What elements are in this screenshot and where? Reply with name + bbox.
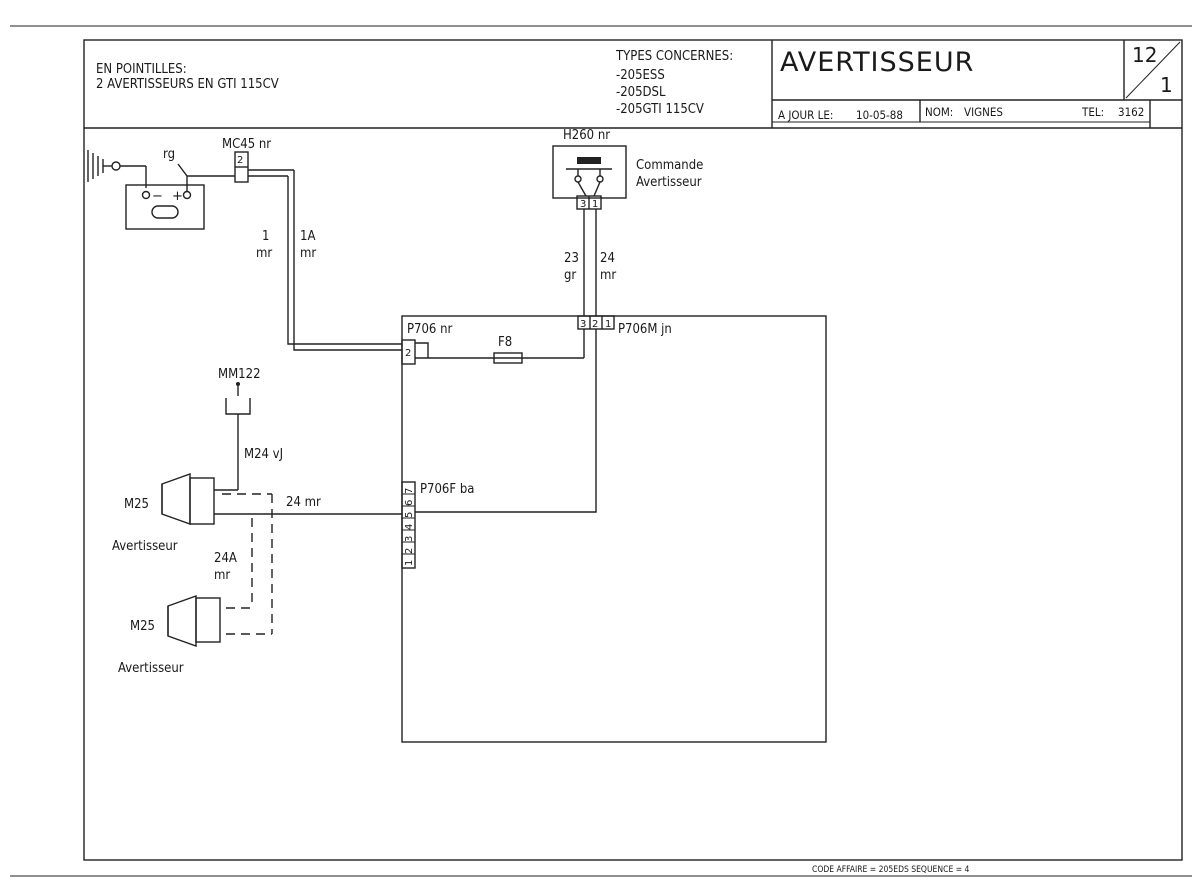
ground-icon: [87, 150, 147, 188]
wire-24mr-label: 24 mr: [286, 495, 321, 510]
name-value: VIGNES: [964, 105, 1003, 119]
p706f-pin-1: 1: [404, 560, 415, 566]
horn-top-label: M25: [124, 497, 149, 512]
horn-bottom-label: M25: [130, 619, 155, 634]
page-number: 12: [1132, 43, 1157, 67]
battery-icon: − +: [125, 163, 205, 230]
tel-label: TEL:: [1081, 105, 1104, 119]
wire-m24-label: M24 vJ: [244, 447, 283, 462]
mm122-label: MM122: [218, 367, 261, 382]
p706f-connector: 1 2 3 4 5 6 7: [401, 481, 416, 569]
mc45-connector: 2: [187, 151, 294, 183]
wire-24-number: 24: [600, 251, 615, 266]
battery-label: rg: [163, 147, 175, 162]
p706-box: [401, 315, 827, 743]
wire-23-24: [583, 209, 597, 316]
p706f-pin-6: 6: [404, 500, 415, 506]
horn-top-icon: [161, 473, 402, 525]
footer-code: CODE AFFAIRE = 205EDS SEQUENCE = 4: [812, 865, 970, 875]
mm122-ground-icon: [225, 382, 251, 480]
horn-bottom-icon: [167, 595, 221, 647]
h260-pin-1: 1: [592, 199, 598, 210]
wire-1-color: mr: [256, 246, 272, 261]
type-1: -205ESS: [616, 68, 665, 83]
note-line-1: EN POINTILLES:: [96, 62, 187, 77]
wire-1-1a: [286, 170, 402, 351]
mc45-label: MC45 nr: [222, 137, 271, 152]
internal-wire-24: [415, 329, 597, 513]
p706f-label: P706F ba: [420, 482, 474, 497]
h260-desc-2: Avertisseur: [636, 175, 702, 190]
wire-24a-number: 24A: [214, 551, 237, 566]
page-title: AVERTISSEUR: [780, 47, 974, 78]
wire-1a-number: 1A: [300, 229, 315, 244]
svg-text:+: +: [172, 189, 183, 204]
wire-24-color: mr: [600, 268, 616, 283]
type-3: -205GTI 115CV: [616, 102, 704, 117]
horn-top-desc: Avertisseur: [112, 539, 178, 554]
wire-23-color: gr: [564, 268, 576, 283]
p706f-pin-7: 7: [404, 488, 415, 494]
date-label: A JOUR LE:: [778, 108, 833, 122]
wire-23-number: 23: [564, 251, 579, 266]
p706f-pin-4: 4: [404, 524, 415, 530]
name-label: NOM:: [925, 105, 953, 119]
types-heading: TYPES CONCERNES:: [615, 49, 733, 64]
p706f-pin-2: 2: [404, 548, 415, 554]
p706m-label: P706M jn: [618, 322, 672, 337]
p706m-pin-1: 1: [605, 319, 611, 330]
fuse-f8: [415, 329, 585, 364]
wire-1-number: 1: [262, 229, 269, 244]
type-2: -205DSL: [616, 85, 666, 100]
p706m-connector: 3 2 1: [577, 315, 615, 330]
wire-1a-color: mr: [300, 246, 316, 261]
date-value: 10-05-88: [856, 108, 903, 122]
page-frame: [10, 25, 1192, 877]
h260-pin-3: 3: [580, 199, 586, 210]
horn-switch: 3 1: [552, 145, 627, 210]
note-line-2: 2 AVERTISSEURS EN GTI 115CV: [96, 77, 279, 92]
svg-text:2: 2: [405, 348, 411, 359]
page-total: 1: [1160, 73, 1173, 97]
title-block: EN POINTILLES: 2 AVERTISSEURS EN GTI 115…: [96, 40, 1182, 128]
svg-text:−: −: [152, 189, 163, 204]
fuse-label: F8: [498, 335, 512, 350]
h260-desc-1: Commande: [636, 158, 703, 173]
p706f-pin-3: 3: [404, 536, 415, 542]
dashed-horn-wiring: [222, 493, 273, 635]
mc45-pin: 2: [237, 155, 243, 166]
p706-pin2-connector: 2: [401, 339, 429, 365]
tel-value: 3162: [1118, 105, 1144, 119]
horn-bottom-desc: Avertisseur: [118, 661, 184, 676]
p706m-pin-2: 2: [592, 319, 598, 330]
wire-24a-color: mr: [214, 568, 230, 583]
p706m-pin-3: 3: [580, 319, 586, 330]
p706f-pin-5: 5: [404, 512, 415, 518]
h260-label: H260 nr: [563, 128, 610, 143]
p706-label: P706 nr: [407, 322, 452, 337]
